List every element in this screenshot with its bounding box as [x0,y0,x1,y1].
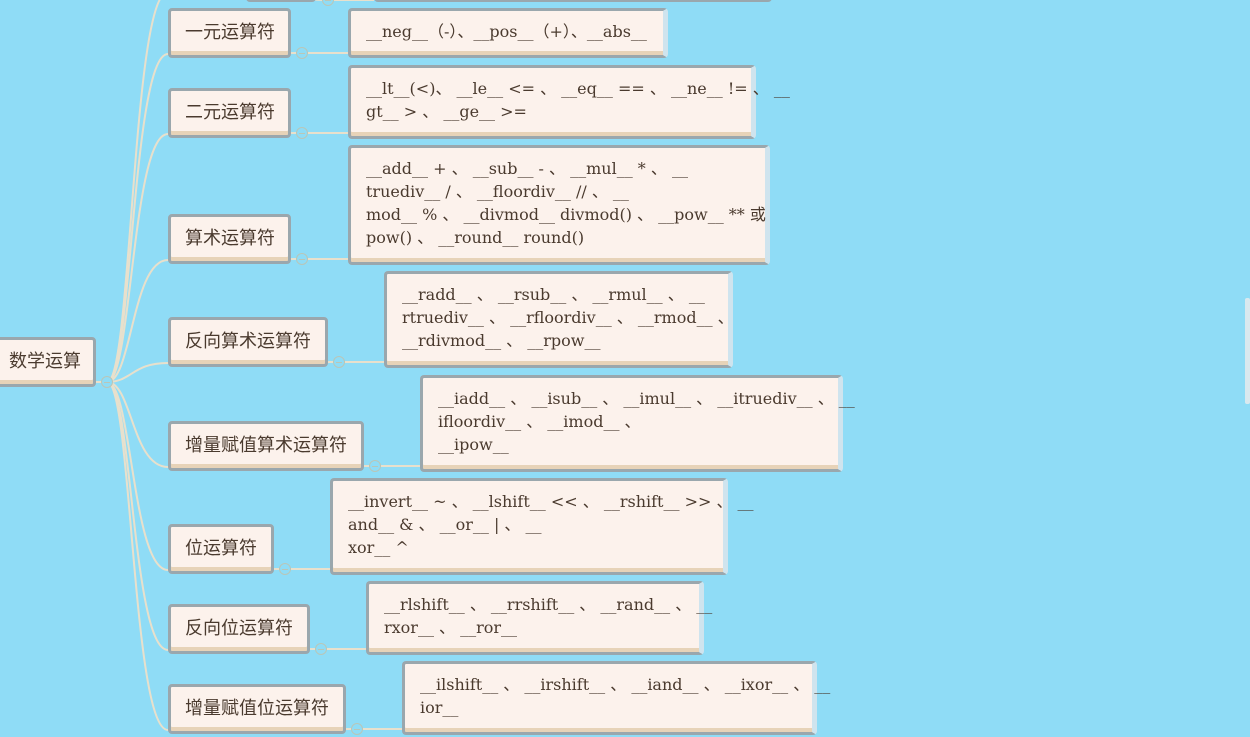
detail-text-line: pow() 、 __round__ round() [366,228,585,247]
branch-connector-line [106,53,169,383]
collapse-toggle-icon[interactable] [369,460,381,472]
branch-connector-line [106,0,161,383]
collapse-toggle-icon[interactable] [315,643,327,655]
branch-connector-line [106,381,169,651]
category-node-bitwise[interactable]: 位运算符 [168,524,274,574]
branch-connector-line [106,381,169,731]
category-label: 增量赋值算术运算符 [185,435,347,456]
category-label: 反向位运算符 [185,618,293,639]
category-label: 算术运算符 [185,228,275,249]
detail-text-line: __add__ + 、 __sub__ - 、 __mul__ * 、 __ [366,159,688,178]
branch-connector-line [106,362,169,383]
category-node-reverse-bitwise[interactable]: 反向位运算符 [168,604,310,654]
collapse-toggle-icon[interactable] [296,47,308,59]
collapse-toggle-icon[interactable] [279,563,291,575]
category-node-unary[interactable]: 一元运算符 [168,8,291,58]
category-node-augmented-bitwise[interactable]: 增量赋值位运算符 [168,684,346,734]
collapse-toggle-icon[interactable] [333,356,345,368]
detail-node-augmented-bitwise[interactable]: __ilshift__ 、 __irshift__ 、 __iand__ 、 _… [402,661,831,735]
detail-text-line: rxor__ 、 __ror__ [384,618,518,637]
offscreen-node-partial[interactable] [374,0,772,2]
category-label: 位运算符 [185,538,257,559]
detail-node-reverse-arithmetic[interactable]: __radd__ 、 __rsub__ 、 __rmul__ 、 __ rtru… [384,271,734,368]
offscreen-node-partial[interactable] [246,0,316,2]
detail-text-line: __neg__（-）、__pos__（+）、__abs__ [366,22,647,41]
root-collapse-toggle-icon[interactable] [101,376,113,388]
detail-text-line: __rdivmod__ 、 __rpow__ [402,331,601,350]
category-label: 一元运算符 [185,22,275,43]
branch-connector-line [106,259,169,383]
scrollbar-thumb[interactable] [1245,298,1250,404]
detail-text-line: __ipow__ [438,435,509,454]
root-node[interactable]: 数学运算 [0,337,96,387]
category-label: 反向算术运算符 [185,331,311,352]
branch-connector-line [106,381,169,468]
collapse-toggle-icon[interactable] [322,0,334,6]
detail-node-binary[interactable]: __lt__(<)、 __le__ <= 、 __eq__ == 、 __ne_… [348,65,790,139]
detail-text-line: __iadd__ 、 __isub__ 、 __imul__ 、 __itrue… [438,389,855,408]
root-label: 数学运算 [9,351,81,372]
category-node-arithmetic[interactable]: 算术运算符 [168,214,291,264]
detail-node-augmented-arithmetic[interactable]: __iadd__ 、 __isub__ 、 __imul__ 、 __itrue… [420,375,855,472]
branch-connector-line [106,133,169,383]
collapse-toggle-icon[interactable] [296,127,308,139]
category-node-binary[interactable]: 二元运算符 [168,88,291,138]
category-node-augmented-arithmetic[interactable]: 增量赋值算术运算符 [168,421,364,471]
detail-text-line: __invert__ ~ 、 __lshift__ << 、 __rshift_… [348,492,754,511]
detail-text-line: xor__ ^ [348,538,409,557]
branch-connector-line [106,381,169,571]
detail-text-line: ifloordiv__ 、 __imod__ 、 [438,412,641,431]
detail-text-line: __ilshift__ 、 __irshift__ 、 __iand__ 、 _… [420,675,831,694]
detail-text-line: rtruediv__ 、 __rfloordiv__ 、 __rmod__ 、 [402,308,734,327]
detail-node-reverse-bitwise[interactable]: __rlshift__ 、 __rrshift__ 、 __rand__ 、 _… [366,581,713,655]
category-label: 二元运算符 [185,102,275,123]
collapse-toggle-icon[interactable] [296,253,308,265]
detail-text-line: __radd__ 、 __rsub__ 、 __rmul__ 、 __ [402,285,705,304]
detail-text-line: gt__ > 、 __ge__ >= [366,102,527,121]
detail-text-line: truediv__ / 、 __floordiv__ // 、 __ [366,182,629,201]
detail-node-arithmetic[interactable]: __add__ + 、 __sub__ - 、 __mul__ * 、 __ t… [348,145,770,265]
category-node-reverse-arithmetic[interactable]: 反向算术运算符 [168,317,328,367]
category-label: 增量赋值位运算符 [185,698,329,719]
detail-text-line: mod__ % 、 __divmod__ divmod() 、 __pow__ … [366,205,766,224]
collapse-toggle-icon[interactable] [351,723,363,735]
detail-text-line: and__ & 、 __or__ | 、 __ [348,515,542,534]
detail-text-line: __rlshift__ 、 __rrshift__ 、 __rand__ 、 _… [384,595,713,614]
detail-node-bitwise[interactable]: __invert__ ~ 、 __lshift__ << 、 __rshift_… [330,478,754,575]
detail-text-line: __lt__(<)、 __le__ <= 、 __eq__ == 、 __ne_… [366,79,790,98]
detail-node-unary[interactable]: __neg__（-）、__pos__（+）、__abs__ [348,8,668,58]
detail-text-line: ior__ [420,698,459,717]
